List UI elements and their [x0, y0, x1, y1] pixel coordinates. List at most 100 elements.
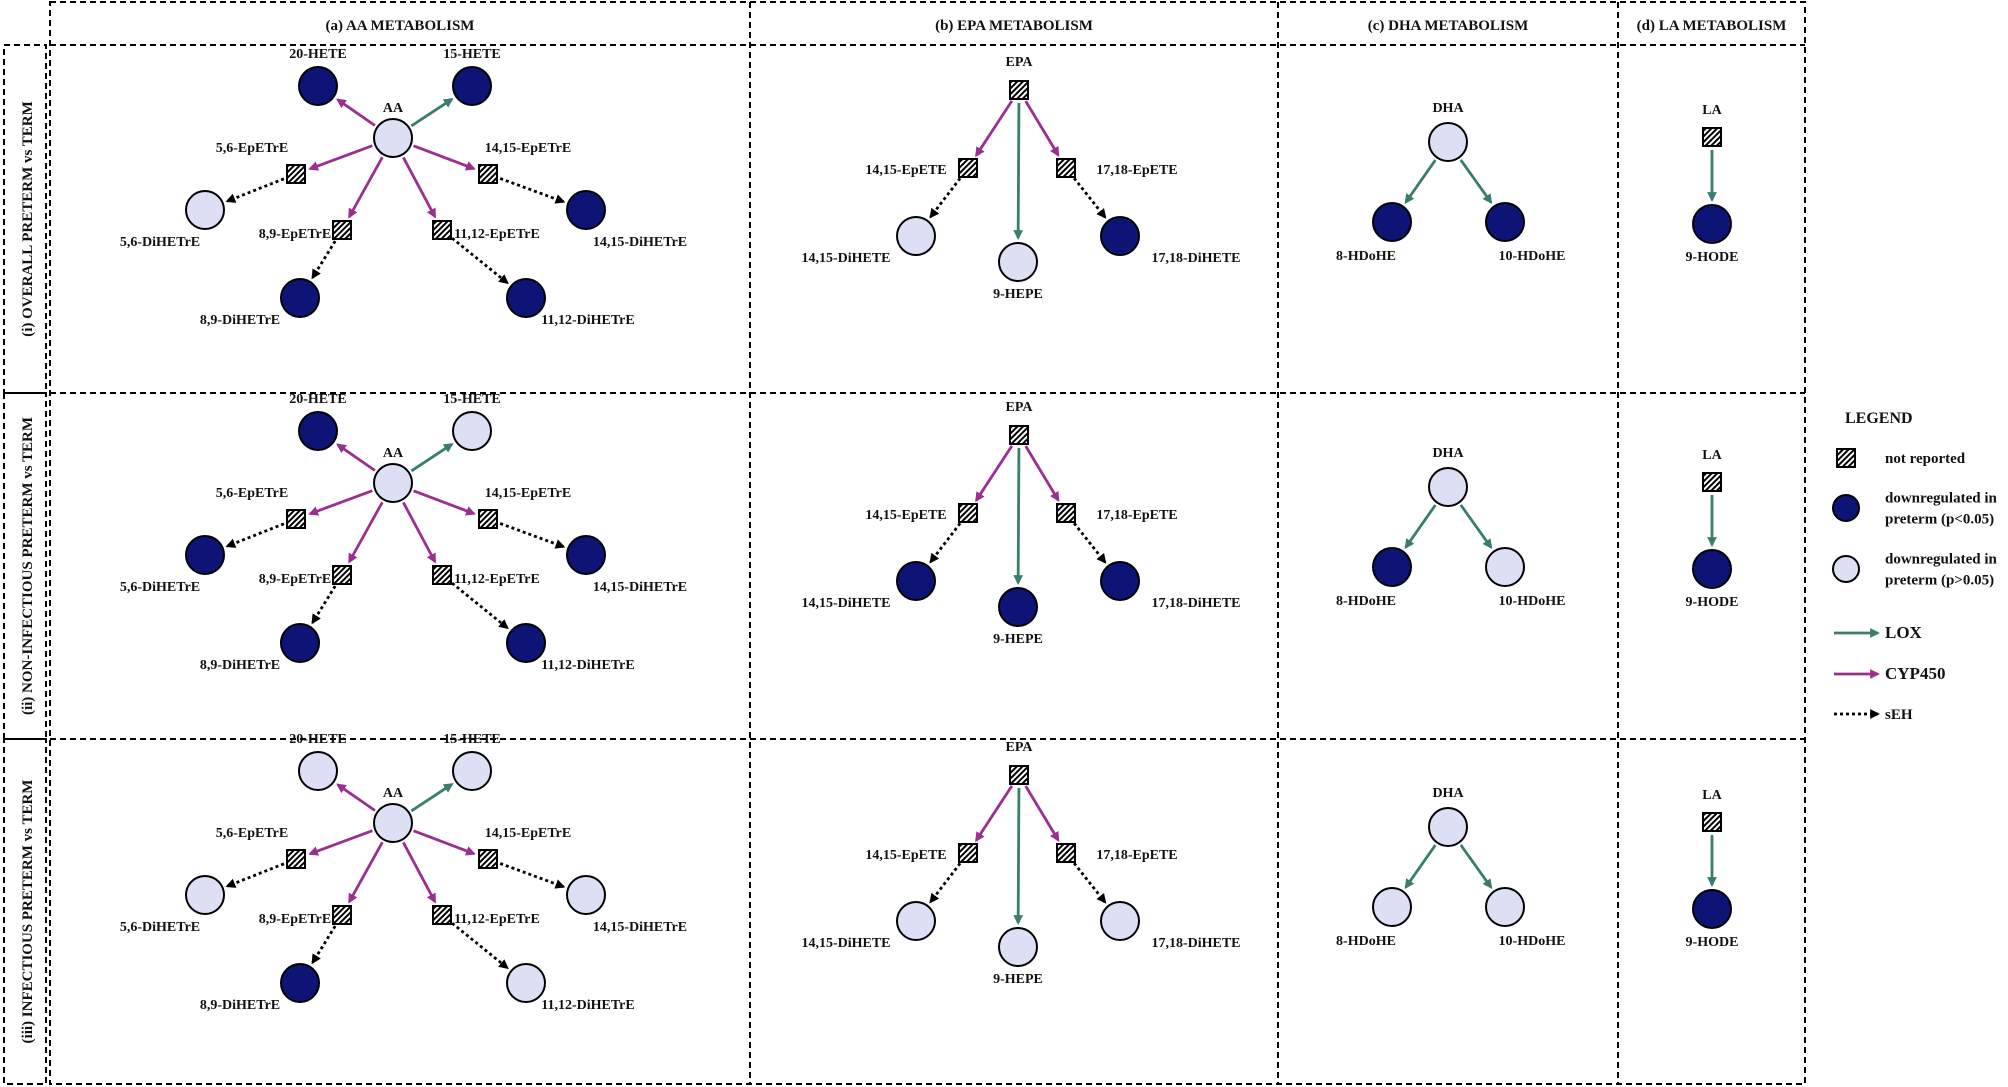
dha-hdohe10-node: [1485, 547, 1525, 587]
aa-ep1415-label: 14,15-EpETrE: [485, 486, 571, 501]
epa-ep1415-node: [958, 503, 978, 523]
epa-ep1415-node: [958, 158, 978, 178]
aa-hete20-node: [298, 66, 338, 106]
epa-di1718-label: 17,18-DiHETE: [1151, 596, 1240, 611]
epa-ep1718-label: 17,18-EpETE: [1096, 508, 1177, 523]
cyp-arrow: [402, 156, 437, 219]
seh-arrow: [929, 522, 962, 564]
dha-hdohe10-node: [1485, 202, 1525, 242]
column-header: (c) DHA METABOLISM: [1368, 18, 1529, 34]
seh-arrow: [451, 922, 509, 970]
legend-item-label: sEH: [1885, 707, 1913, 723]
lox-arrow: [410, 443, 454, 473]
la-parent-label: LA: [1702, 448, 1722, 463]
column-header: (d) LA METABOLISM: [1637, 18, 1787, 34]
lox-arrow: [1459, 159, 1493, 205]
lox-arrow: [1459, 844, 1493, 890]
epa-di1415-node: [896, 901, 936, 941]
dha-parent-node: [1428, 807, 1468, 847]
cyp-arrow: [1024, 100, 1060, 157]
aa-di1112-label: 11,12-DiHETrE: [541, 998, 634, 1013]
aa-hete20-label: 20-HETE: [289, 47, 347, 62]
seh-arrow: [451, 582, 509, 630]
epa-hepe9-label: 9-HEPE: [993, 287, 1043, 302]
epa-di1718-node: [1100, 901, 1140, 941]
la-panel-row-3: LA9-HODE: [1686, 788, 1739, 950]
seh-arrow: [225, 177, 285, 203]
cyp-arrow: [336, 443, 376, 472]
dha-hdohe10-node: [1485, 887, 1525, 927]
la-hode9-node: [1692, 204, 1732, 244]
cyp-arrow: [413, 489, 476, 516]
seh-arrow: [929, 177, 962, 219]
aa-di1415-node: [566, 875, 606, 915]
dha-hdohe8-label: 8-HDoHE: [1336, 249, 1396, 264]
aa-ep1415-label: 14,15-EpETrE: [485, 141, 571, 156]
header-labels: (a) AA METABOLISM(b) EPA METABOLISM(c) D…: [20, 18, 1786, 1043]
legend-light-circle: [1832, 555, 1860, 583]
seh-arrow: [225, 862, 285, 888]
lox-arrow: [1013, 102, 1024, 240]
lox-arrow: [1013, 787, 1024, 925]
cyp-arrow: [1024, 445, 1060, 502]
aa-di1112-node: [506, 278, 546, 318]
aa-ep89-node: [332, 220, 352, 240]
epa-di1718-node: [1100, 216, 1140, 256]
aa-di1415-label: 14,15-DiHETrE: [593, 920, 687, 935]
aa-ep56-node: [286, 849, 306, 869]
row-label-box-2: [3, 392, 47, 740]
epa-di1718-node: [1100, 561, 1140, 601]
aa-parent-node: [373, 118, 413, 158]
legend-item-label: downregulated in: [1885, 491, 1997, 507]
epa-ep1415-label: 14,15-EpETE: [865, 163, 946, 178]
aa-parent-label: AA: [383, 446, 404, 461]
dha-hdohe10-label: 10-HDoHE: [1499, 594, 1566, 609]
epa-di1415-node: [896, 561, 936, 601]
la-hode9-label: 9-HODE: [1686, 935, 1739, 950]
aa-hete20-label: 20-HETE: [289, 392, 347, 407]
aa-ep1415-label: 14,15-EpETrE: [485, 826, 571, 841]
legend-item-label: downregulated in: [1885, 552, 1997, 568]
la-hode9-label: 9-HODE: [1686, 250, 1739, 265]
row-header: (ii) NON-INFECTIOUS PRETERM vs TERM: [20, 417, 36, 715]
aa-ep56-node: [286, 164, 306, 184]
aa-di89-node: [280, 278, 320, 318]
cyp-arrow: [402, 841, 437, 904]
legend-item-label: preterm (p<0.05): [1885, 512, 1994, 528]
aa-ep89-node: [332, 565, 352, 585]
epa-ep1718-node: [1056, 503, 1076, 523]
aa-ep1112-label: 11,12-EpETrE: [454, 572, 540, 587]
aa-parent-node: [373, 803, 413, 843]
aa-ep56-label: 5,6-EpETrE: [216, 141, 288, 156]
epa-ep1718-label: 17,18-EpETE: [1096, 848, 1177, 863]
seh-arrow: [499, 522, 566, 549]
aa-ep56-node: [286, 509, 306, 529]
outer-border: [49, 1, 1806, 1085]
cyp-arrow: [1024, 785, 1060, 842]
aa-ep1112-label: 11,12-EpETrE: [454, 227, 540, 242]
aa-di1112-label: 11,12-DiHETrE: [541, 313, 634, 328]
legend-item-label: not reported: [1885, 451, 1966, 467]
epa-di1415-label: 14,15-DiHETE: [801, 251, 890, 266]
epa-parent-node: [1009, 80, 1029, 100]
seh-arrow: [1072, 862, 1107, 904]
aa-hete20-node: [298, 751, 338, 791]
aa-di56-node: [185, 190, 225, 230]
cyp-arrow: [975, 445, 1014, 503]
epa-hepe9-node: [998, 927, 1038, 967]
row-label-box-3: [3, 738, 47, 1085]
aa-ep1112-node: [432, 565, 452, 585]
dha-hdohe8-node: [1372, 547, 1412, 587]
seh-arrow: [451, 237, 509, 285]
dha-hdohe8-node: [1372, 202, 1412, 242]
aa-ep89-label: 8,9-EpETrE: [259, 912, 331, 927]
aa-di1415-node: [566, 190, 606, 230]
la-panel-row-1: LA9-HODE: [1686, 103, 1739, 265]
seh-arrow: [311, 585, 337, 625]
